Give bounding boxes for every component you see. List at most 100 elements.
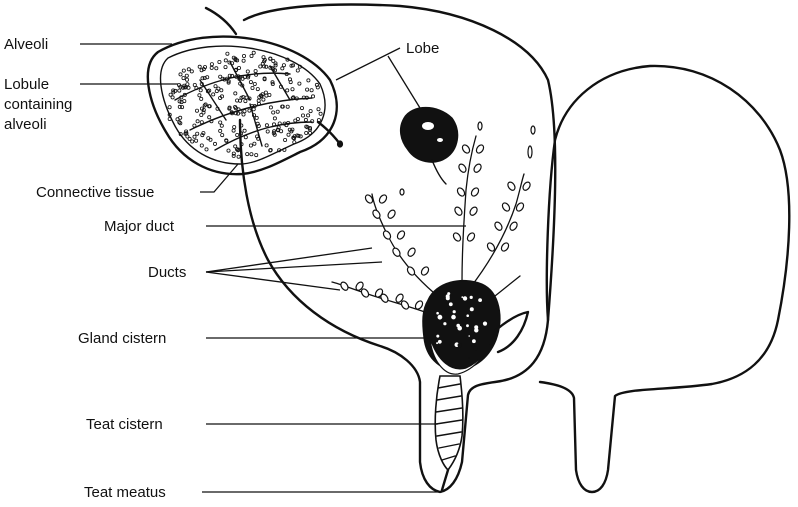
alveolus	[214, 85, 217, 88]
cistern-speckle	[474, 325, 478, 329]
cistern-speckle	[436, 312, 439, 315]
cistern-speckle	[451, 315, 456, 320]
cistern-speckle	[478, 298, 482, 302]
cistern-speckle	[449, 302, 453, 306]
label-lobule-line2: containing	[4, 96, 72, 113]
alveolus	[263, 65, 266, 68]
cistern-speckle	[468, 357, 470, 359]
alveolus	[224, 59, 227, 62]
alveolus	[226, 52, 229, 55]
alveolus	[199, 89, 202, 92]
alveolus	[196, 132, 199, 135]
alveolus	[265, 144, 268, 147]
alveolus	[309, 110, 312, 113]
duct-bud	[382, 230, 392, 241]
alveolus	[253, 142, 256, 145]
lobe-highlight-small	[437, 138, 443, 142]
alveolus	[291, 88, 294, 91]
alveolus	[168, 106, 171, 109]
cistern-speckle	[458, 343, 462, 347]
cistern-speckle	[446, 296, 450, 300]
duct-bud	[469, 206, 479, 217]
cistern-speckle	[461, 296, 463, 298]
cistern-speckle	[453, 310, 456, 313]
alveolus	[190, 70, 193, 73]
alveolus	[200, 144, 203, 147]
duct-bud	[473, 163, 483, 174]
alveolus	[195, 139, 198, 142]
alveolus	[262, 98, 265, 101]
isolated-lobule-3	[528, 146, 532, 158]
cistern-speckle	[436, 342, 438, 344]
alveolus	[284, 138, 287, 141]
alveolus	[210, 63, 213, 66]
label-alveoli: Alveoli	[4, 36, 48, 53]
lobe-leader-2	[388, 56, 420, 108]
alveolus	[205, 148, 208, 151]
alveolus	[232, 154, 235, 157]
cistern-speckle	[472, 339, 476, 343]
alveolus	[179, 73, 182, 76]
alveolus	[255, 154, 258, 157]
alveolus	[232, 129, 235, 132]
duct-bud	[500, 242, 510, 253]
alveolus	[243, 129, 246, 132]
labels: Alveoli Lobule containing alveoli Connec…	[4, 36, 439, 501]
alveolus	[273, 117, 276, 120]
duct-bud	[339, 281, 349, 292]
alveolus	[249, 144, 252, 147]
duct-bud	[457, 163, 467, 174]
label-teat-meatus: Teat meatus	[84, 484, 166, 501]
alveolus	[236, 133, 239, 136]
alveolus	[182, 77, 185, 80]
label-gland-cistern: Gland cistern	[78, 330, 166, 347]
alveolus	[255, 116, 258, 119]
alveolus	[300, 107, 303, 110]
lobule-septa	[175, 62, 312, 150]
duct-bud	[501, 202, 511, 213]
alveolus	[280, 130, 283, 133]
lobe-duct	[432, 160, 446, 184]
alveolus	[185, 74, 188, 77]
alveolus	[307, 114, 310, 117]
alveolus	[196, 120, 199, 123]
alveolus	[244, 100, 247, 103]
alveolus	[242, 59, 245, 62]
alveolus	[317, 108, 320, 111]
alveolus	[233, 126, 236, 129]
alveolus	[286, 89, 289, 92]
alveolus	[217, 87, 220, 90]
alveolus	[246, 70, 249, 73]
duct-bud	[509, 221, 519, 232]
duct-bud	[470, 187, 480, 198]
ducts-leader-1	[206, 248, 372, 272]
cistern-speckle	[468, 335, 470, 337]
lobule-inner-outline	[161, 46, 325, 164]
label-major-duct: Major duct	[104, 218, 175, 235]
alveolus	[266, 130, 269, 133]
gland-cistern-flap	[496, 312, 528, 352]
duct-bud	[396, 230, 406, 241]
alveolus	[246, 153, 249, 156]
alveolus	[254, 70, 257, 73]
teat-meatus-channel	[442, 470, 448, 490]
alveolus	[305, 131, 308, 134]
alveolus	[220, 124, 223, 127]
alveolus	[200, 121, 203, 124]
alveolus	[276, 110, 279, 113]
duct-bud	[475, 144, 485, 155]
right-quarter-outline	[540, 66, 789, 492]
alveolus	[248, 109, 251, 112]
label-connective-tissue: Connective tissue	[36, 184, 154, 201]
lobe-highlight	[422, 122, 434, 130]
alveolus	[178, 105, 181, 108]
duct-bud	[420, 266, 430, 277]
alveolus	[250, 153, 253, 156]
alveolus	[237, 155, 240, 158]
duct-bud	[493, 221, 503, 232]
label-lobule-line3: alveoli	[4, 116, 47, 133]
cistern-speckle	[470, 307, 474, 311]
alveolus	[212, 93, 215, 96]
duct-bud	[456, 187, 466, 198]
